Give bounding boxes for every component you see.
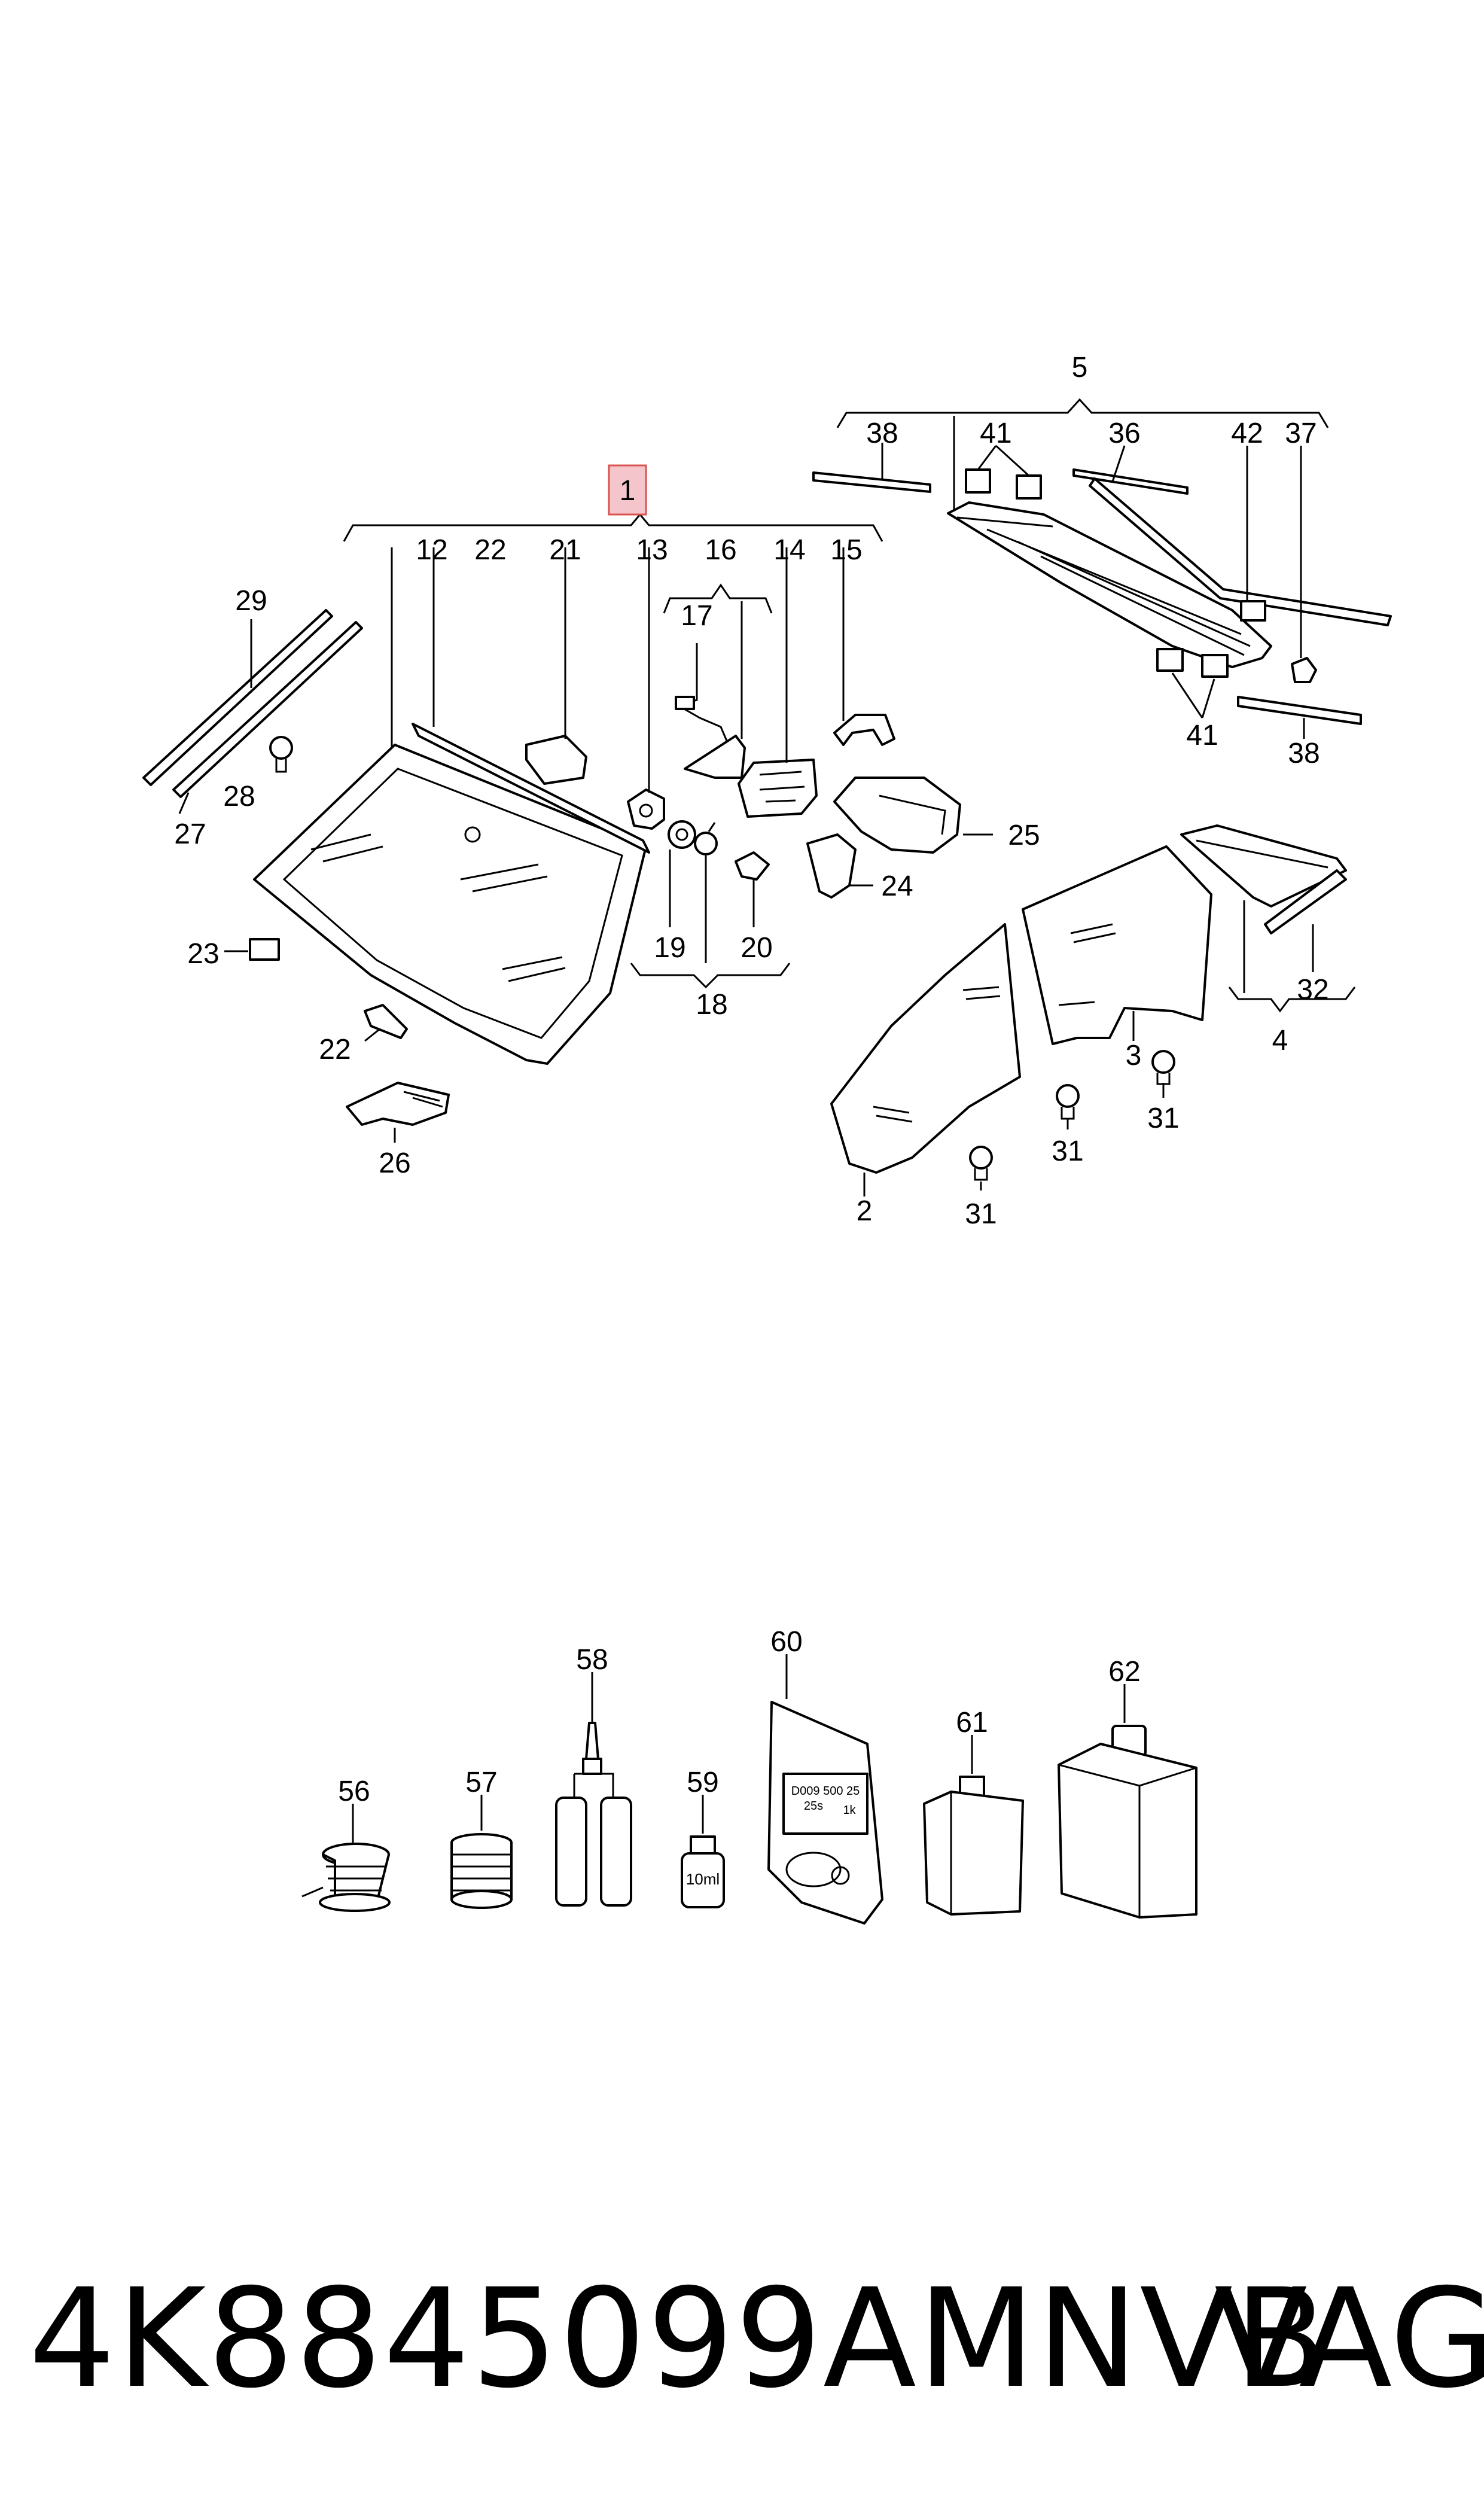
bracket-26[interactable]	[346, 1082, 450, 1126]
bag-label-2: 25s	[804, 1800, 823, 1813]
callout-41-bottom[interactable]: 41	[1186, 720, 1218, 751]
sealant-bead-56[interactable]	[301, 1843, 391, 1912]
clips-41-bottom[interactable]	[1156, 648, 1229, 678]
trim-strip-38-bottom[interactable]	[1237, 696, 1362, 725]
callout-37[interactable]: 37	[1285, 418, 1317, 449]
callout-29[interactable]: 29	[235, 585, 267, 617]
callout-3[interactable]: 3	[1126, 1040, 1142, 1071]
bag-label-3: 1k	[843, 1804, 856, 1817]
connector-20[interactable]	[735, 851, 770, 881]
screw-31-b[interactable]	[1151, 1050, 1175, 1085]
callout-36[interactable]: 36	[1108, 418, 1140, 449]
rain-sensor-14[interactable]	[738, 759, 818, 818]
callout-18[interactable]: 18	[696, 989, 727, 1021]
callout-5[interactable]: 5	[1072, 352, 1088, 383]
clip-19[interactable]	[668, 820, 696, 849]
bracket-15[interactable]	[833, 714, 895, 746]
screw-31-c[interactable]	[969, 1146, 993, 1181]
callout-38-top[interactable]: 38	[866, 418, 898, 449]
clips-41-top[interactable]	[965, 468, 1042, 500]
callout-42[interactable]: 42	[1231, 418, 1263, 449]
callout-62[interactable]: 62	[1108, 1656, 1140, 1688]
mirror-trim-24[interactable]	[806, 833, 857, 899]
callout-13[interactable]: 13	[636, 534, 668, 566]
callout-12[interactable]: 12	[416, 534, 447, 566]
trim-strip-12[interactable]	[412, 723, 650, 854]
adhesive-cartridge-58[interactable]	[555, 1722, 632, 1907]
door-window-3[interactable]	[1022, 845, 1212, 1045]
clip-42[interactable]	[1240, 600, 1266, 622]
brand-label: VAG	[1214, 2259, 1484, 2418]
bottle-59[interactable]: 10ml	[681, 1835, 725, 1908]
callout-57[interactable]: 57	[465, 1767, 497, 1798]
callout-38-bottom[interactable]: 38	[1288, 738, 1320, 769]
trim-strip-38-top[interactable]	[812, 471, 931, 493]
highlighted-callout-box[interactable]	[608, 464, 647, 516]
container-62[interactable]	[1058, 1725, 1197, 1919]
sealing-cord-57[interactable]	[450, 1833, 513, 1909]
callout-28[interactable]: 28	[223, 781, 255, 812]
screw-31-a[interactable]	[1056, 1084, 1080, 1120]
cover-triangle-16[interactable]	[684, 735, 746, 779]
clip-19b[interactable]	[694, 822, 718, 855]
callout-56[interactable]: 56	[338, 1776, 370, 1807]
callout-22-top[interactable]: 22	[474, 534, 506, 566]
callout-16[interactable]: 16	[705, 534, 736, 566]
group-bracket-1	[343, 464, 883, 542]
callout-25[interactable]: 25	[1008, 820, 1040, 851]
bottle-volume-label: 10ml	[686, 1870, 720, 1888]
clip-37[interactable]	[1291, 657, 1317, 683]
callout-14[interactable]: 14	[773, 534, 805, 566]
primer-bottle-61[interactable]	[923, 1776, 1024, 1916]
clip-22[interactable]	[364, 1004, 408, 1039]
callout-17[interactable]: 17	[681, 600, 712, 632]
callout-60[interactable]: 60	[770, 1626, 802, 1658]
mirror-cover-25[interactable]	[833, 777, 961, 854]
callout-21[interactable]: 21	[549, 534, 581, 566]
callout-27[interactable]: 27	[174, 818, 206, 850]
callout-19[interactable]: 19	[654, 932, 685, 964]
callout-41-top[interactable]: 41	[980, 418, 1011, 449]
cable-17[interactable]	[675, 643, 731, 748]
quarter-window-4[interactable]	[1180, 824, 1347, 908]
windshield[interactable]	[253, 744, 647, 1065]
callout-2[interactable]: 2	[857, 1195, 873, 1227]
seal-32[interactable]	[1264, 869, 1347, 934]
callout-26[interactable]: 26	[379, 1147, 410, 1179]
callout-1[interactable]: 1	[620, 475, 636, 507]
callout-23[interactable]: 23	[187, 938, 219, 970]
callout-15[interactable]: 15	[830, 534, 862, 566]
bag-label-1: D009 500 25	[791, 1785, 860, 1798]
clip-28[interactable]	[269, 736, 293, 773]
mirror-base-13[interactable]	[627, 788, 665, 830]
callout-58[interactable]: 58	[576, 1644, 608, 1676]
callout-59[interactable]: 59	[687, 1767, 718, 1798]
callout-22-bottom[interactable]: 22	[319, 1034, 351, 1065]
seal-strip-29[interactable]	[142, 609, 333, 786]
trim-strip-36[interactable]	[1072, 468, 1189, 495]
callout-61[interactable]: 61	[956, 1707, 988, 1738]
callout-4[interactable]: 4	[1272, 1025, 1288, 1056]
callout-31-a[interactable]: 31	[965, 1198, 997, 1230]
callout-24[interactable]: 24	[881, 870, 913, 902]
adhesive-bag-60[interactable]: D009 500 25 25s 1k	[767, 1701, 883, 1925]
rear-window[interactable]	[947, 501, 1272, 668]
clip-23[interactable]	[249, 938, 280, 961]
sensor-cover-21[interactable]	[525, 735, 587, 785]
trim-strip-rear-long[interactable]	[1089, 477, 1392, 626]
callout-31-c[interactable]: 31	[1147, 1103, 1179, 1134]
part-number-label: 4K8845099AMNVB	[29, 2259, 1329, 2418]
callout-20[interactable]: 20	[741, 932, 772, 964]
door-window-2[interactable]	[830, 923, 1021, 1174]
callout-32[interactable]: 32	[1297, 974, 1328, 1006]
seal-strip-27[interactable]	[172, 621, 363, 798]
callout-31-b[interactable]: 31	[1052, 1135, 1083, 1167]
